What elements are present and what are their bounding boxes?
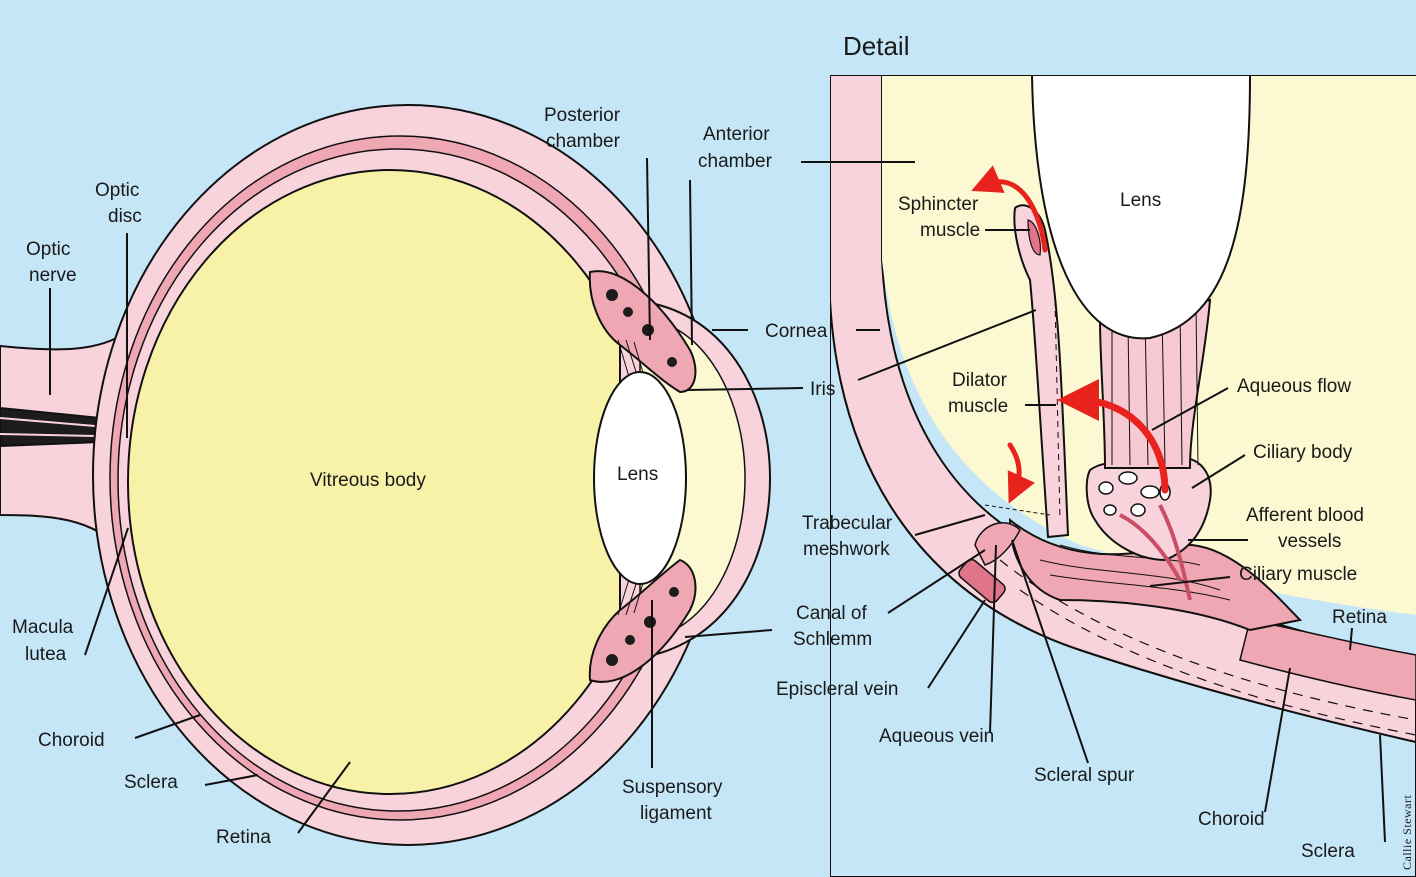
label-choroid-left: Choroid — [38, 730, 105, 751]
label-ciliary-muscle: Ciliary muscle — [1239, 564, 1357, 585]
label-scleral-spur: Scleral spur — [1034, 765, 1135, 786]
label-suspensory-ligament-2: ligament — [640, 803, 713, 824]
label-canal-of-schlemm-1: Canal of — [796, 603, 867, 624]
label-afferent-blood-vessels-2: vessels — [1278, 531, 1341, 552]
label-macula-lutea-1: Macula — [12, 617, 74, 638]
label-canal-of-schlemm-2: Schlemm — [793, 629, 872, 650]
label-ciliary-body: Ciliary body — [1253, 442, 1353, 463]
label-optic-nerve-1: Optic — [26, 239, 70, 260]
label-lens-left: Lens — [617, 464, 658, 485]
label-aqueous-flow: Aqueous flow — [1237, 376, 1351, 397]
label-suspensory-ligament-1: Suspensory — [622, 777, 723, 798]
label-retina-left: Retina — [216, 827, 271, 848]
label-sclera-detail: Sclera — [1301, 841, 1355, 862]
label-episcleral-vein: Episcleral vein — [776, 679, 899, 700]
label-sclera-left: Sclera — [124, 772, 178, 793]
label-anterior-chamber-2: chamber — [698, 151, 773, 172]
label-choroid-detail: Choroid — [1198, 809, 1265, 830]
label-optic-disc-1: Optic — [95, 180, 139, 201]
label-aqueous-vein: Aqueous vein — [879, 726, 994, 747]
label-anterior-chamber-1: Anterior — [703, 124, 770, 145]
label-retina-detail: Retina — [1332, 607, 1387, 628]
label-afferent-blood-vessels-1: Afferent blood — [1246, 505, 1364, 526]
label-macula-lutea-2: lutea — [25, 644, 67, 665]
artist-credit: Callie Stewart — [1400, 795, 1414, 870]
label-optic-nerve-2: nerve — [29, 265, 77, 286]
label-dilator-muscle-2: muscle — [948, 396, 1008, 417]
label-vitreous-body: Vitreous body — [310, 470, 426, 491]
label-dilator-muscle-1: Dilator — [952, 370, 1008, 391]
label-posterior-chamber-2: chamber — [546, 131, 621, 152]
label-sphincter-muscle-2: muscle — [920, 220, 980, 241]
label-iris: Iris — [810, 379, 835, 400]
label-trabecular-meshwork-1: Trabecular — [802, 513, 893, 534]
label-trabecular-meshwork-2: meshwork — [803, 539, 890, 560]
label-lens-detail: Lens — [1120, 190, 1161, 211]
label-optic-disc-2: disc — [108, 206, 142, 227]
label-cornea-left: Cornea — [765, 321, 828, 342]
detail-title: Detail — [843, 31, 909, 61]
label-posterior-chamber-1: Posterior — [544, 105, 621, 126]
label-sphincter-muscle-1: Sphincter — [898, 194, 979, 215]
